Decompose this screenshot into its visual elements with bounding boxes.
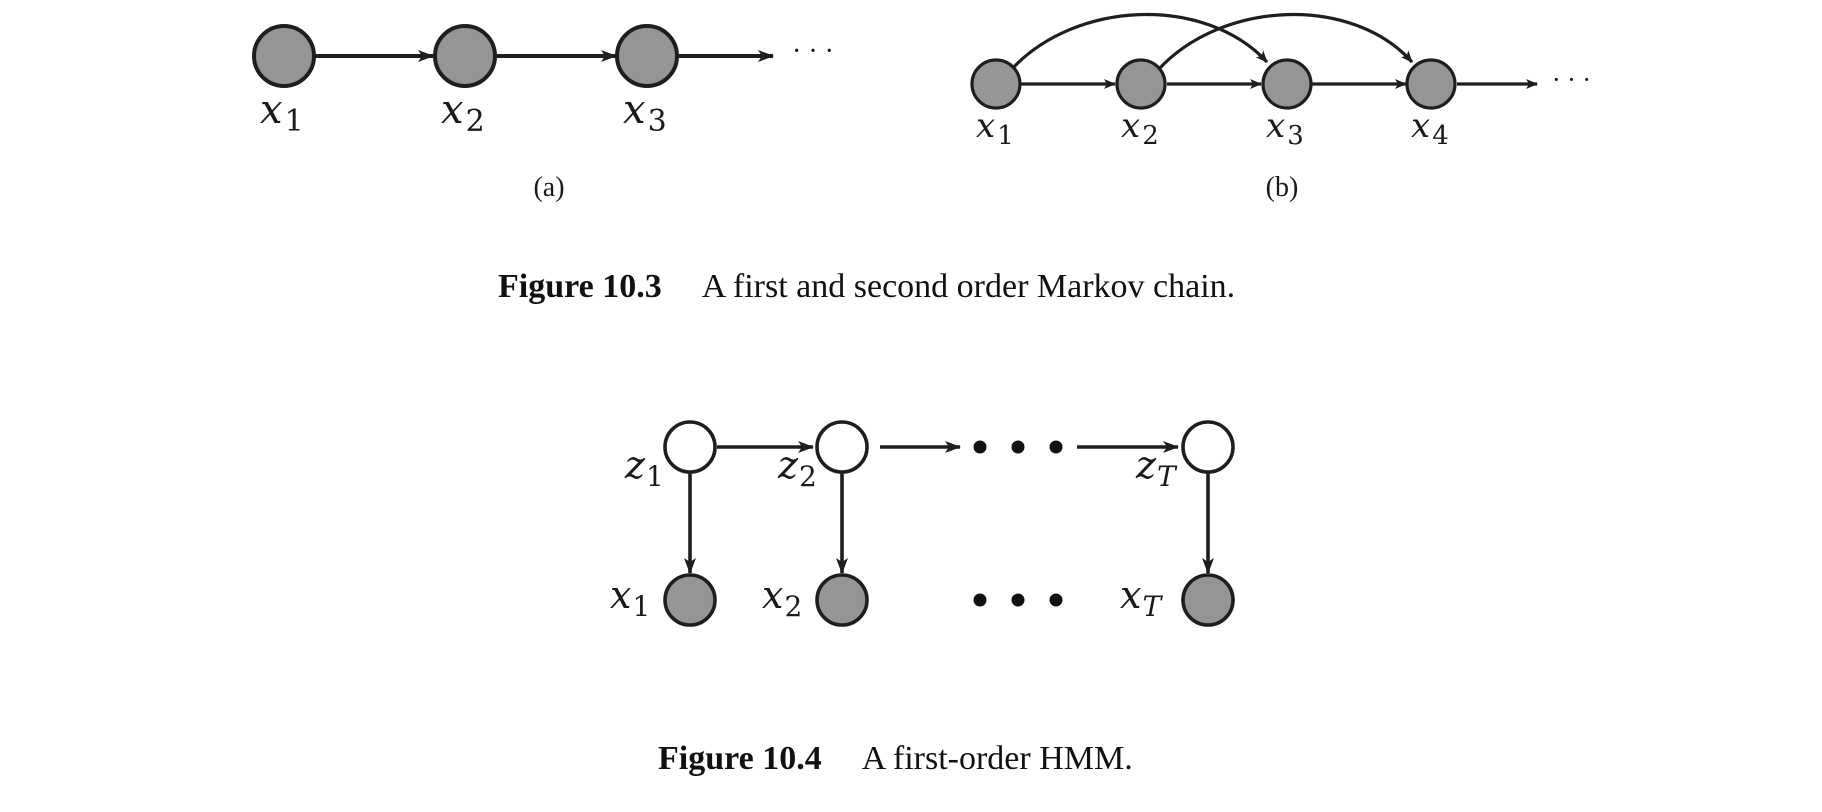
node-a-x1: [252, 24, 316, 88]
ellipsis-b: · · ·: [1552, 65, 1591, 94]
node-x1: [663, 573, 717, 627]
figure-10-3-panel-b: · · · x1 x2 x3 x4 (b): [970, 13, 1591, 203]
label-a-x3: x3: [623, 87, 667, 139]
label-b-x1: x1: [976, 106, 1014, 151]
label-x1: x1: [610, 573, 650, 623]
node-b-x1: [970, 58, 1022, 110]
node-a-x3: [615, 24, 679, 88]
node-b-x2: [1115, 58, 1167, 110]
node-xT: [1181, 573, 1235, 627]
node-x2: [815, 573, 869, 627]
sublabel-a: (a): [533, 172, 564, 203]
label-xT: xT: [1120, 573, 1163, 623]
label-z1: z1: [624, 443, 664, 493]
label-a-x2: x2: [441, 87, 485, 139]
label-b-x2: x2: [1121, 106, 1159, 151]
node-b-x3: [1261, 58, 1313, 110]
node-b-x4: [1405, 58, 1457, 110]
figure-10-3-panel-a: · · · x1 x2 x3 (a): [252, 24, 834, 203]
node-z2: [815, 420, 869, 474]
ellipsis-hidden-row: [973, 440, 1063, 454]
ellipsis-a: · · ·: [792, 36, 834, 67]
sublabel-b: (b): [1266, 172, 1299, 203]
edge-b-x1-x3: [1009, 13, 1269, 72]
node-z1: [663, 420, 717, 474]
label-b-x3: x3: [1266, 106, 1304, 151]
node-a-x2: [433, 24, 497, 88]
node-zT: [1181, 420, 1235, 474]
label-b-x4: x4: [1411, 106, 1449, 151]
label-z2: z2: [777, 443, 817, 493]
edge-b-x2-x4: [1156, 13, 1414, 72]
label-a-x1: x1: [260, 87, 304, 139]
label-zT: zT: [1135, 443, 1178, 493]
figure-10-4-hmm: z1 z2 zT x1 x2 xT: [610, 420, 1235, 627]
ellipsis-observed-row: [973, 593, 1063, 607]
label-x2: x2: [762, 573, 802, 623]
